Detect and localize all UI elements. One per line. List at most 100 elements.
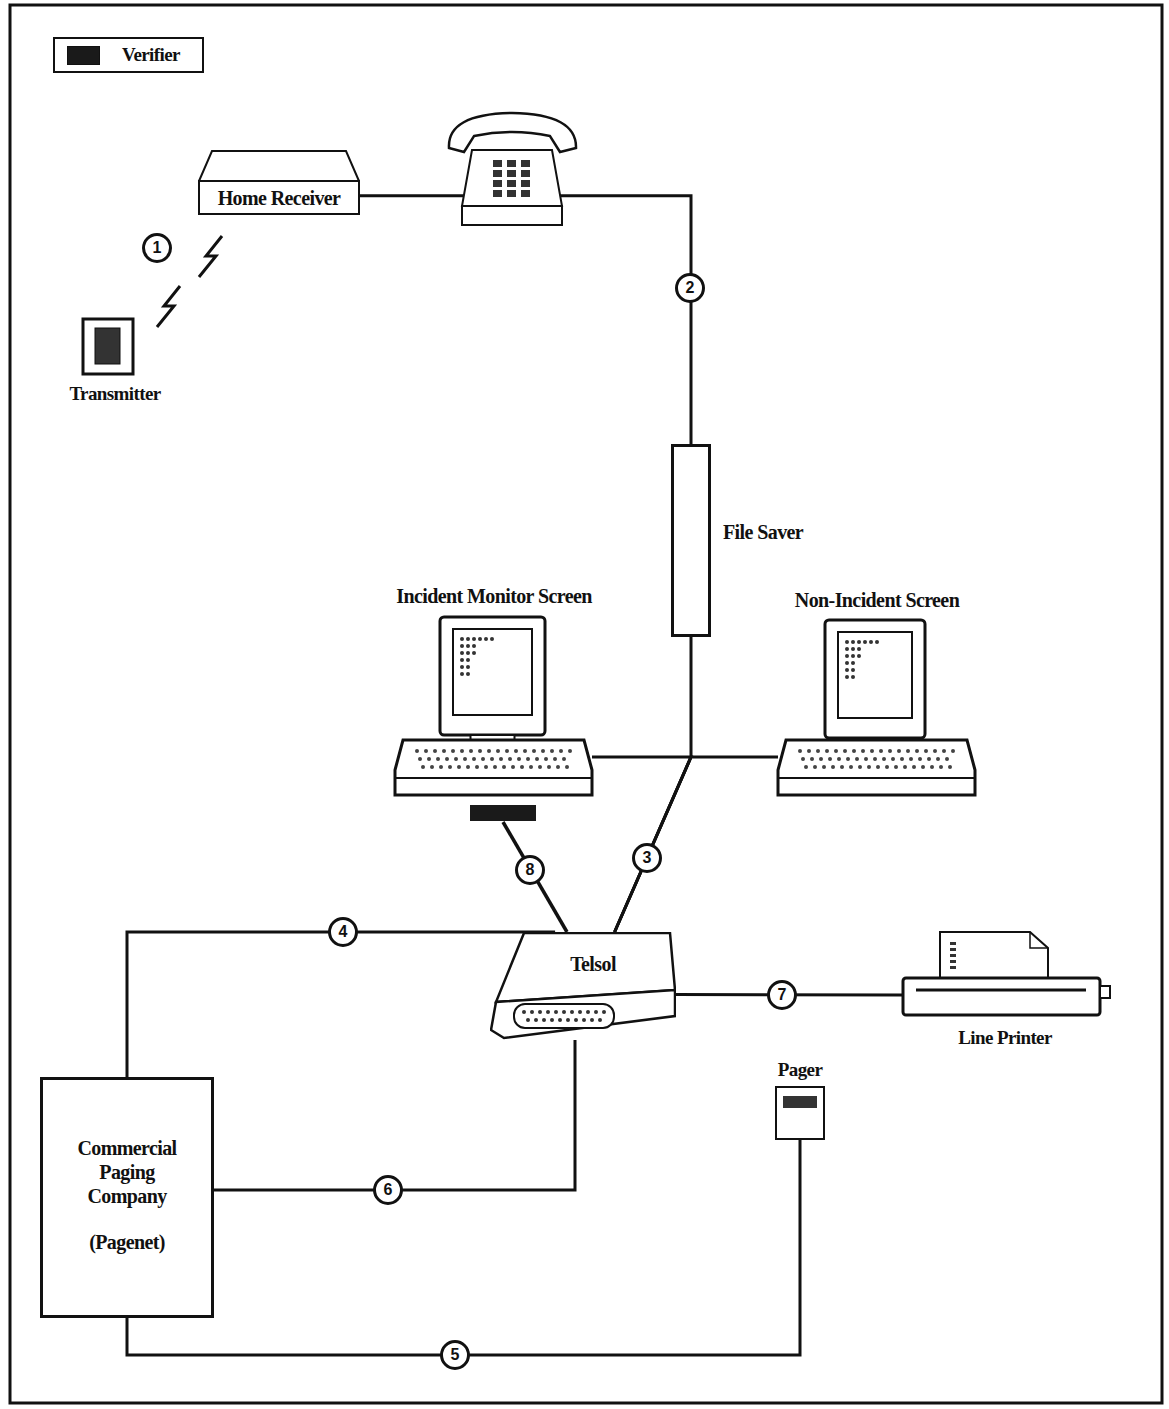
- keyboard-anchor: [778, 740, 975, 795]
- keyboard-keys: [415, 749, 572, 769]
- node-label: File Saver: [723, 520, 803, 544]
- key: [550, 749, 554, 753]
- key: [810, 757, 814, 761]
- screen-dot: [472, 644, 476, 648]
- screen-dot: [869, 640, 873, 644]
- key: [529, 765, 533, 769]
- screen-dot: [460, 672, 464, 676]
- screen-dots: [845, 640, 879, 679]
- screen-dot: [851, 640, 855, 644]
- callout-number: 2: [675, 273, 705, 303]
- key: [433, 749, 437, 753]
- screen-dot: [845, 647, 849, 651]
- screen-dot: [466, 658, 470, 662]
- keyboard-edge: [395, 777, 592, 779]
- node-label: (Pagenet): [89, 1230, 165, 1254]
- legend-swatch: [67, 46, 100, 65]
- screen-dot: [851, 654, 855, 658]
- screen-dot: [466, 644, 470, 648]
- key: [547, 765, 551, 769]
- screen-dot: [478, 637, 482, 641]
- phone-foot: [462, 206, 562, 225]
- pin: [558, 1018, 562, 1022]
- key: [834, 749, 838, 753]
- pin: [582, 1018, 586, 1022]
- key: [499, 757, 503, 761]
- connector: [615, 757, 778, 932]
- key: [948, 765, 952, 769]
- key: [553, 757, 557, 761]
- node-label: Telsol: [510, 952, 676, 976]
- pin: [566, 1018, 570, 1022]
- keyboard-edge: [778, 777, 975, 779]
- paper-mark: [950, 954, 956, 957]
- key: [454, 757, 458, 761]
- paper-mark: [950, 966, 956, 969]
- key: [945, 757, 949, 761]
- key: [415, 749, 419, 753]
- node-label: Incident Monitor Screen: [376, 584, 612, 608]
- key: [460, 749, 464, 753]
- node-label: Home Receiver: [218, 186, 341, 210]
- key: [526, 757, 530, 761]
- connector: [127, 932, 555, 1077]
- connector: [360, 196, 691, 444]
- screen-dot: [875, 640, 879, 644]
- key: [825, 749, 829, 753]
- key: [891, 757, 895, 761]
- key: [496, 749, 500, 753]
- pin: [586, 1010, 590, 1014]
- key: [520, 765, 524, 769]
- screen-dot: [466, 665, 470, 669]
- key: [933, 749, 937, 753]
- key: [885, 765, 889, 769]
- connector: [592, 757, 691, 932]
- key: [837, 757, 841, 761]
- key: [445, 757, 449, 761]
- screen-dot: [851, 668, 855, 672]
- screen-dot: [460, 637, 464, 641]
- key: [807, 749, 811, 753]
- key: [801, 757, 805, 761]
- key: [846, 757, 850, 761]
- monitor-case: [825, 620, 925, 738]
- key: [906, 749, 910, 753]
- key: [502, 765, 506, 769]
- key: [568, 749, 572, 753]
- page-frame: [10, 5, 1162, 1403]
- monitor-screen: [453, 629, 532, 715]
- transmitter-button: [95, 328, 120, 364]
- node-label: Non-Incident Screen: [770, 588, 984, 612]
- key: [828, 757, 832, 761]
- screen-dot: [466, 651, 470, 655]
- key: [804, 765, 808, 769]
- key: [942, 749, 946, 753]
- callout-number: 1: [142, 233, 172, 263]
- key: [876, 765, 880, 769]
- phone-keypad: [493, 160, 530, 197]
- pin: [554, 1010, 558, 1014]
- node-label: Transmitter: [55, 382, 175, 406]
- pin: [570, 1010, 574, 1014]
- key: [924, 749, 928, 753]
- key: [864, 757, 868, 761]
- verifier-wire: [503, 822, 567, 932]
- key: [424, 749, 428, 753]
- key: [523, 749, 527, 753]
- node-printer: Line Printer: [898, 930, 1112, 1050]
- key: [436, 757, 440, 761]
- key: [562, 757, 566, 761]
- paper-mark: [950, 948, 956, 951]
- key: [894, 765, 898, 769]
- key: [511, 765, 515, 769]
- key: [544, 757, 548, 761]
- key: [927, 757, 931, 761]
- receiver-top: [199, 151, 359, 181]
- keyboard-anchor: [395, 740, 592, 795]
- key: [816, 749, 820, 753]
- key: [936, 757, 940, 761]
- pin: [542, 1018, 546, 1022]
- key: [921, 765, 925, 769]
- screen-dot: [460, 651, 464, 655]
- keyboard-keys: [798, 749, 955, 769]
